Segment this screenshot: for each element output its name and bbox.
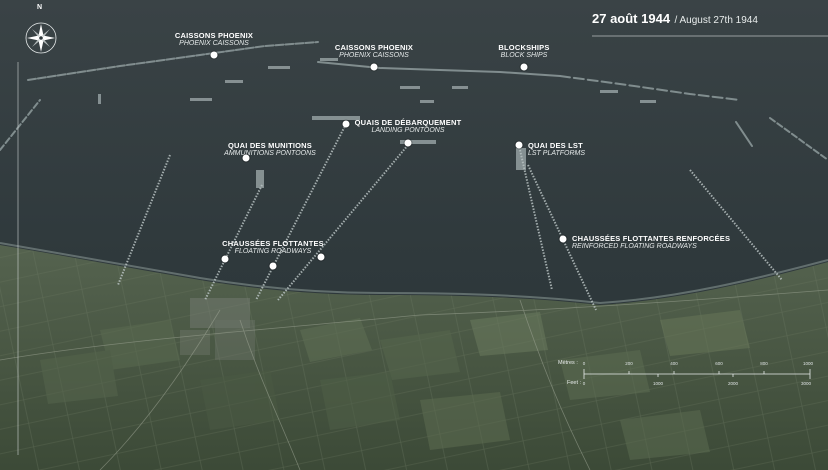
scale-metres-tick: 600	[715, 361, 723, 366]
marker-floating-roadways-1[interactable]	[221, 255, 229, 263]
phoenix-breakwater	[0, 41, 828, 161]
roads	[0, 289, 828, 470]
scale-metres-tick: 200	[625, 361, 633, 366]
marker-ammunitions-pontoons[interactable]	[242, 154, 250, 162]
scale-feet-tick: 3000	[800, 381, 812, 386]
scale-metres-label: Mètres :	[558, 360, 578, 366]
compass-north-label: N	[37, 4, 43, 11]
ships	[98, 58, 656, 188]
marker-floating-roadways-3[interactable]	[317, 253, 325, 261]
date-french: 27 août 1944	[592, 11, 671, 26]
scale-metres-tick: 400	[670, 361, 678, 366]
scale-metres-tick: 1000	[802, 361, 814, 366]
marker-floating-roadways-2[interactable]	[269, 262, 277, 270]
marker-lst-platforms[interactable]	[515, 141, 523, 149]
map-title: 27 août 1944 / August 27th 1944	[592, 10, 758, 28]
compass-rose	[25, 22, 57, 54]
scale-feet-tick: 1000	[652, 381, 664, 386]
field-patches	[40, 310, 750, 460]
marker-landing-pontoons-2[interactable]	[404, 139, 412, 147]
scale-feet-label: Feet :	[567, 380, 582, 386]
marker-phoenix-caissons-east[interactable]	[370, 63, 378, 71]
marker-blockships[interactable]	[520, 63, 528, 71]
scale-bar	[583, 369, 811, 379]
scale-feet-tick: 2000	[727, 381, 739, 386]
shoreline-surf	[0, 242, 828, 305]
date-english: / August 27th 1944	[674, 15, 758, 26]
frame-lines	[17, 35, 828, 455]
scale-metres-tick: 0	[582, 361, 586, 366]
scale-feet-tick: 0	[582, 381, 586, 386]
marker-reinforced-floating-roadways[interactable]	[559, 235, 567, 243]
marker-landing-pontoons-1[interactable]	[342, 120, 350, 128]
town-buildings	[180, 298, 255, 360]
floating-roadways	[117, 123, 783, 311]
marker-phoenix-caissons-west[interactable]	[210, 51, 218, 59]
scale-metres-tick: 800	[760, 361, 768, 366]
